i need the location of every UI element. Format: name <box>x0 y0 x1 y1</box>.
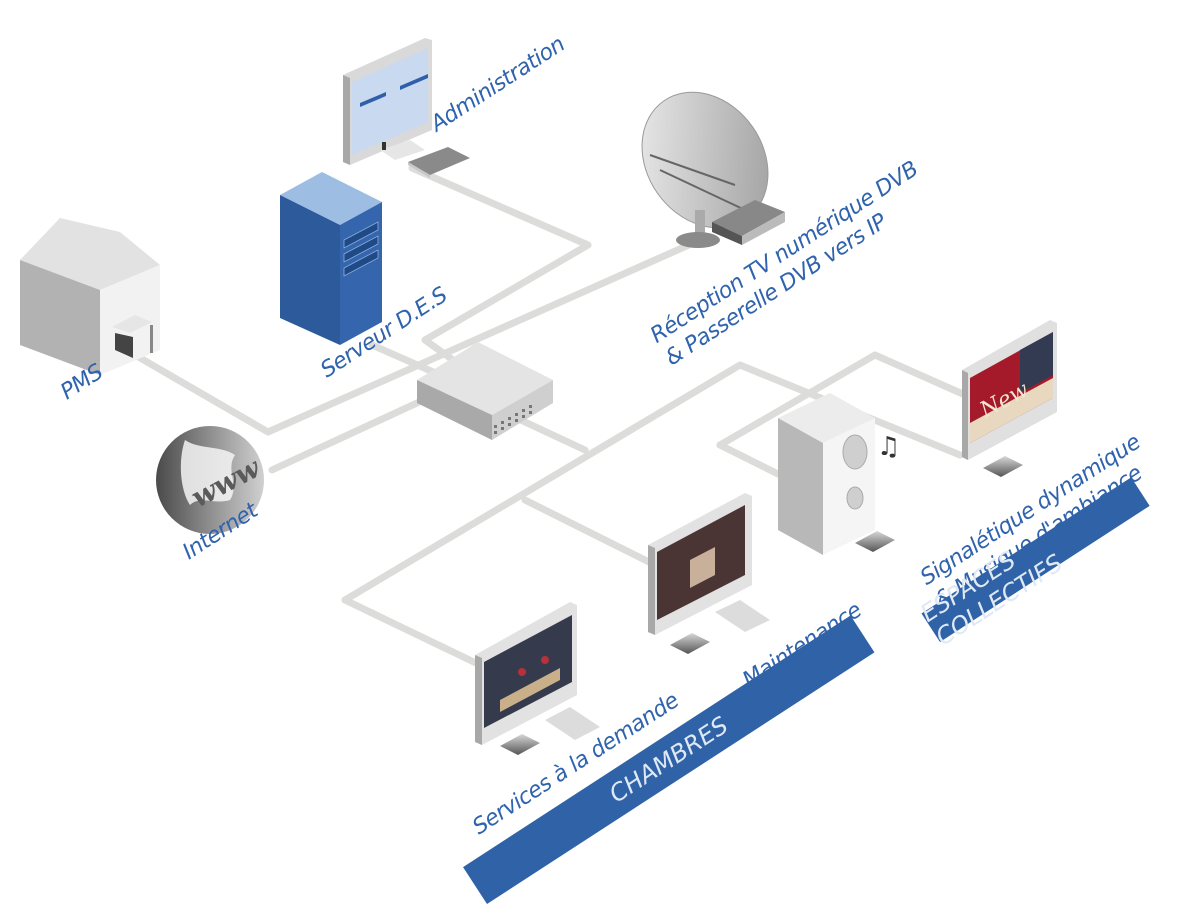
satellite-dish-icon[interactable] <box>616 68 794 252</box>
music-note-icon: ♫ <box>877 432 900 462</box>
cable-collective <box>716 351 969 449</box>
cable-pms-to-satellite <box>131 236 704 436</box>
signage-tv-icon[interactable]: New <box>962 320 1057 460</box>
svg-text:♫: ♫ <box>877 432 900 462</box>
cables <box>131 164 969 669</box>
cable-room-tv1 <box>341 596 484 669</box>
stb-signage-icon <box>983 456 1023 477</box>
pms-building-icon[interactable] <box>20 218 160 375</box>
stb-services-icon <box>500 734 540 755</box>
cable-internet-to-switch <box>268 386 449 474</box>
administration-computer-icon[interactable] <box>343 38 470 178</box>
cable-admin-to-switch <box>408 164 592 369</box>
network-switch-icon[interactable] <box>417 342 553 440</box>
cable-trunk <box>341 361 964 604</box>
room-tv-services-icon[interactable] <box>475 602 600 745</box>
speaker-icon[interactable] <box>778 393 875 555</box>
cable-room-tv2 <box>521 496 659 569</box>
room-tv-maintenance-icon[interactable] <box>648 493 770 635</box>
stb-maintenance-icon <box>670 633 710 654</box>
server-tower-icon[interactable] <box>280 172 382 345</box>
cable-server-to-switch <box>368 341 444 379</box>
stb-speaker-icon <box>855 531 895 552</box>
internet-globe-icon[interactable]: www <box>156 426 266 534</box>
cable-speaker <box>716 441 784 479</box>
